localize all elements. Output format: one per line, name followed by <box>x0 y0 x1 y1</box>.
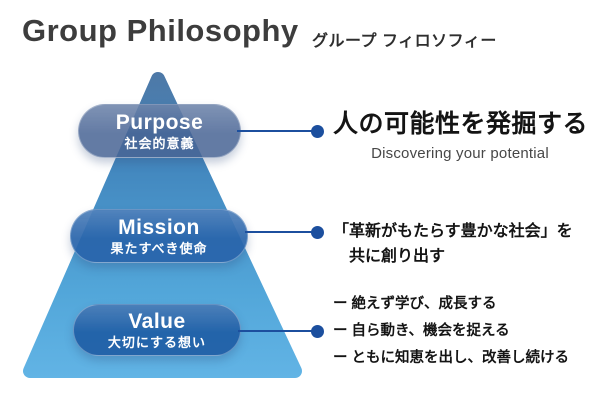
mission-pill-sublabel: 果たすべき使命 <box>110 240 208 256</box>
purpose-subheadline: Discovering your potential <box>371 145 549 162</box>
page-title: Group Philosophy <box>22 13 299 48</box>
purpose-headline: 人の可能性を発掘する <box>333 110 589 138</box>
value-pill-sublabel: 大切にする想い <box>107 334 207 350</box>
value-connector-dot <box>311 324 324 338</box>
purpose-connector-dot <box>311 124 324 138</box>
value-detail: ー 絶えず学び、成長する ー 自ら動き、機会を捉える ー ともに知恵を出し、改善… <box>333 291 569 372</box>
purpose-detail: 人の可能性を発掘する Discovering your potential <box>333 108 589 162</box>
value-bullet-3: ー ともに知恵を出し、改善し続ける <box>333 350 570 366</box>
mission-statement-line-1: 「革新がもたらす豊かな社会」を <box>333 223 573 240</box>
mission-statement-line-2: 共に創り出す <box>349 248 446 265</box>
purpose-pill-label: Purpose <box>115 110 204 134</box>
mission-connector-dot <box>311 225 324 239</box>
value-pill: Value 大切にする想い <box>73 304 241 356</box>
value-bullet-1: ー 絶えず学び、成長する <box>333 296 497 312</box>
mission-pill: Mission 果たすべき使命 <box>70 209 248 263</box>
mission-detail: 「革新がもたらす豊かな社会」を 共に創り出す <box>333 219 573 269</box>
purpose-pill-sublabel: 社会的意義 <box>124 135 195 151</box>
value-connector-line <box>238 324 324 338</box>
mission-pill-label: Mission <box>118 215 200 239</box>
value-pill-label: Value <box>128 309 186 333</box>
page-subtitle: グループ フィロソフィー <box>312 33 497 50</box>
purpose-connector-line <box>237 124 324 138</box>
purpose-pill: Purpose 社会的意義 <box>78 104 241 158</box>
value-bullet-2: ー 自ら動き、機会を捉える <box>333 323 510 339</box>
mission-connector-line <box>245 225 324 239</box>
